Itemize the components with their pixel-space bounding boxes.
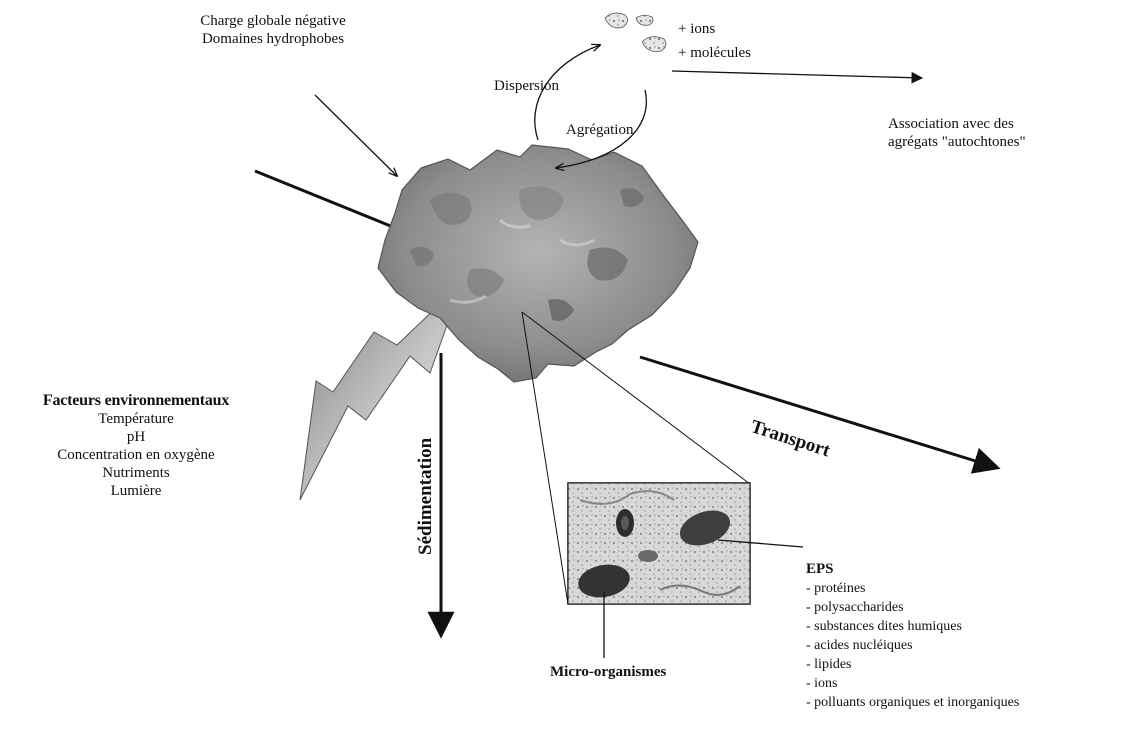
molecules-label: + molécules <box>678 44 751 62</box>
charge-arrow <box>315 95 397 176</box>
facteurs-item: Concentration en oxygène <box>0 446 272 464</box>
eps-item: - substances dites humiques <box>806 617 1019 636</box>
facteurs-item: Nutriments <box>0 464 272 482</box>
association-line-1: Association avec des <box>888 115 1026 133</box>
facteurs-block: Facteurs environnementaux Température pH… <box>0 392 272 500</box>
eps-item: - protéines <box>806 579 1019 598</box>
eps-item: - polluants organiques et inorganiques <box>806 693 1019 712</box>
small-particles-icon <box>605 13 666 52</box>
zoom-line-right <box>522 312 750 484</box>
facteurs-item: Lumière <box>0 482 272 500</box>
eps-item: - acides nucléiques <box>806 636 1019 655</box>
micro-organismes-label: Micro-organismes <box>550 663 666 681</box>
dispersion-label: Dispersion <box>494 77 559 95</box>
charge-label: Charge globale négative Domaines hydroph… <box>168 12 378 48</box>
eps-item: - lipides <box>806 655 1019 674</box>
sedimentation-label: Sédimentation <box>417 438 435 555</box>
micrograph-inset <box>568 483 750 604</box>
agregation-label: Agrégation <box>566 121 633 139</box>
facteurs-item: pH <box>0 428 272 446</box>
facteurs-item: Température <box>0 410 272 428</box>
eps-block: EPS - protéines - polysaccharides - subs… <box>806 560 1019 712</box>
eps-item: - ions <box>806 674 1019 693</box>
association-label: Association avec des agrégats "autochton… <box>888 115 1026 151</box>
charge-line-2: Domaines hydrophobes <box>168 30 378 48</box>
association-arrow <box>672 71 922 78</box>
ions-label: + ions <box>678 20 715 38</box>
eps-title: EPS <box>806 560 1019 579</box>
charge-line-1: Charge globale négative <box>168 12 378 30</box>
facteurs-title: Facteurs environnementaux <box>0 392 272 410</box>
eps-item: - polysaccharides <box>806 598 1019 617</box>
association-line-2: agrégats "autochtones" <box>888 133 1026 151</box>
